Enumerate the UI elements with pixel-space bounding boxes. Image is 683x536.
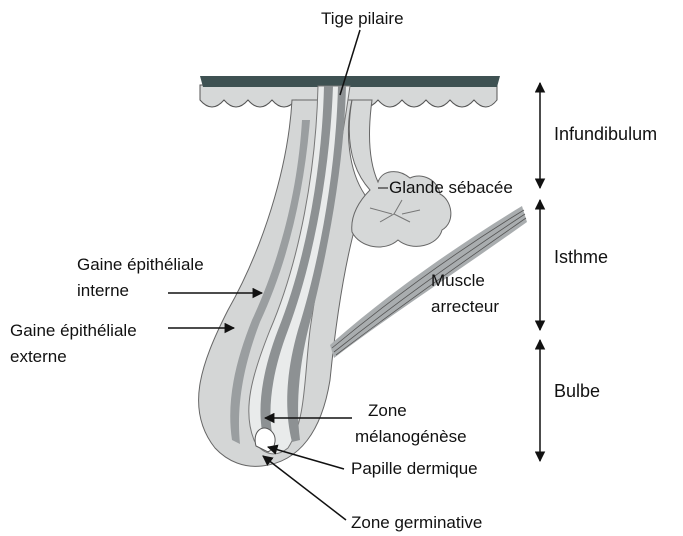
muscle-label-line1: Muscle [431,270,485,292]
melanogenesis-label-line1: Zone [368,400,407,422]
inner-sheath-label-line2: interne [77,280,129,302]
isthmus-label: Isthme [554,246,608,268]
dermal-papilla-label: Papille dermique [351,458,478,480]
outer-sheath-label-line1: Gaine épithéliale [10,320,137,342]
hair-shaft-label: Tige pilaire [321,8,404,30]
outer-sheath-label-line2: externe [10,346,67,368]
melanogenesis-label-line2: mélanogénèse [355,426,467,448]
infundibulum-label: Infundibulum [554,123,657,145]
sebaceous-gland-label: Glande sébacée [389,177,513,199]
inner-sheath-label-line1: Gaine épithéliale [77,254,204,276]
bulb-label: Bulbe [554,380,600,402]
sebaceous-gland-shape [349,100,451,247]
germinative-zone-label: Zone germinative [351,512,482,534]
skin-surface [200,76,500,87]
muscle-label-line2: arrecteur [431,296,499,318]
